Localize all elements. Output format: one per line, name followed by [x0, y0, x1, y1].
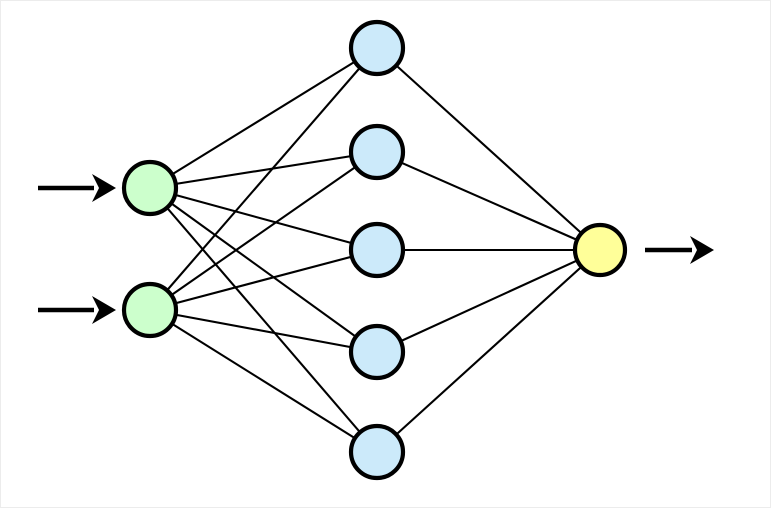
- input-node-1[interactable]: [121, 159, 179, 217]
- hidden-layer: [348, 19, 406, 481]
- hidden-node-1[interactable]: [348, 19, 406, 77]
- input-arrow-1-head: [92, 174, 116, 202]
- edge-i2-to-h1: [149, 47, 378, 311]
- edge-h2-to-o1: [376, 151, 601, 251]
- io-arrows-group: [38, 174, 714, 324]
- edge-h1-to-o1: [376, 47, 601, 251]
- output-arrow-1: [645, 236, 714, 264]
- input-arrow-2-head: [92, 296, 116, 324]
- edge-i1-to-h5: [149, 187, 378, 453]
- edge-i2-to-h5: [149, 309, 378, 453]
- edge-i1-to-h3: [149, 186, 378, 252]
- edge-i1-to-h1: [149, 47, 378, 189]
- hidden-node-3[interactable]: [348, 221, 406, 279]
- neuron-nodes-group: [121, 19, 628, 481]
- edge-i2-to-h4: [149, 308, 378, 354]
- output-node-1[interactable]: [572, 222, 628, 278]
- edge-i1-to-h4: [149, 187, 378, 353]
- connection-edges-group: [149, 47, 601, 453]
- hidden-node-2[interactable]: [348, 123, 406, 181]
- edge-h4-to-o1: [376, 249, 601, 353]
- hidden-node-5[interactable]: [348, 423, 406, 481]
- input-arrow-1: [38, 174, 116, 202]
- input-layer: [121, 159, 179, 339]
- output-arrow-1-head: [690, 236, 714, 264]
- edge-i1-to-h2: [149, 150, 378, 190]
- input-node-2[interactable]: [121, 281, 179, 339]
- hidden-node-4[interactable]: [348, 323, 406, 381]
- edge-i2-to-h3: [149, 248, 378, 312]
- edge-h5-to-o1: [376, 249, 601, 453]
- output-layer: [572, 222, 628, 278]
- edge-i2-to-h2: [149, 151, 378, 311]
- input-arrow-2: [38, 296, 116, 324]
